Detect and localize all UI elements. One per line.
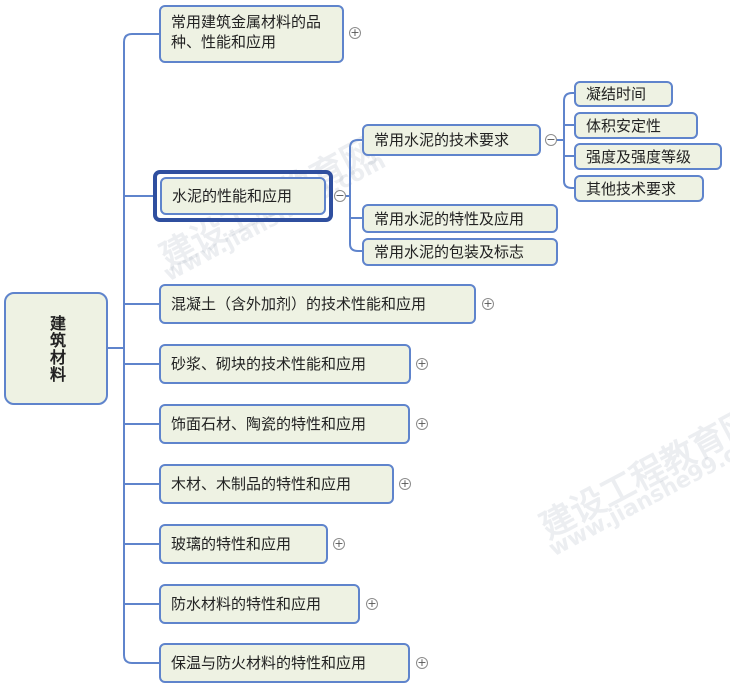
branch-node-waterproof[interactable]: 防水材料的特性和应用 — [159, 584, 360, 624]
branch-node-cement[interactable]: 水泥的性能和应用 — [160, 177, 326, 215]
root-label: 建筑材料 — [47, 314, 66, 383]
expand-toggle-icon[interactable]: + — [482, 297, 494, 310]
expand-toggle-icon[interactable]: + — [416, 357, 428, 370]
subnode-label: 常用水泥的特性及应用 — [374, 209, 525, 228]
expand-toggle-icon[interactable]: + — [416, 656, 428, 669]
branch-label: 防水材料的特性和应用 — [171, 595, 322, 613]
branch-node-stone[interactable]: 饰面石材、陶瓷的特性和应用 — [159, 404, 410, 444]
subnode-label: 常用水泥的技术要求 — [374, 131, 510, 149]
branch-label: 常用建筑金属材料的品种、性能和应用 — [171, 13, 322, 51]
expand-toggle-icon[interactable]: + — [416, 417, 428, 430]
leaf-label: 凝结时间 — [586, 85, 647, 103]
leaf-other-requirements[interactable]: 其他技术要求 — [574, 175, 704, 202]
expand-toggle-icon[interactable]: + — [399, 477, 411, 490]
collapse-toggle-icon[interactable]: − — [334, 189, 346, 202]
subnode-label: 常用水泥的包装及标志 — [374, 243, 525, 261]
branch-node-concrete[interactable]: 混凝土（含外加剂）的技术性能和应用 — [159, 284, 476, 324]
branch-node-metal[interactable]: 常用建筑金属材料的品种、性能和应用 — [159, 5, 344, 63]
branch-label: 水泥的性能和应用 — [172, 187, 293, 205]
branch-label: 玻璃的特性和应用 — [171, 535, 292, 553]
branch-label: 保温与防火材料的特性和应用 — [171, 654, 367, 672]
leaf-label: 体积安定性 — [586, 116, 662, 135]
branch-label: 混凝土（含外加剂）的技术性能和应用 — [171, 295, 427, 313]
subnode-tech-requirements[interactable]: 常用水泥的技术要求 — [362, 124, 541, 156]
leaf-label: 其他技术要求 — [586, 179, 677, 198]
branch-label: 木材、木制品的特性和应用 — [171, 475, 352, 493]
branch-node-wood[interactable]: 木材、木制品的特性和应用 — [159, 464, 394, 504]
branch-node-mortar[interactable]: 砂浆、砌块的技术性能和应用 — [159, 344, 411, 384]
branch-label: 砂浆、砌块的技术性能和应用 — [171, 355, 367, 373]
leaf-strength-grade[interactable]: 强度及强度等级 — [574, 143, 722, 170]
collapse-toggle-icon[interactable]: − — [545, 133, 557, 146]
leaf-soundness[interactable]: 体积安定性 — [574, 112, 698, 139]
leaf-setting-time[interactable]: 凝结时间 — [574, 81, 673, 107]
root-node[interactable]: 建筑材料 — [4, 292, 108, 405]
leaf-label: 强度及强度等级 — [586, 147, 692, 166]
branch-node-insulation[interactable]: 保温与防火材料的特性和应用 — [159, 643, 410, 683]
subnode-packaging-marking[interactable]: 常用水泥的包装及标志 — [362, 238, 558, 266]
subnode-properties-application[interactable]: 常用水泥的特性及应用 — [362, 204, 558, 233]
branch-label: 饰面石材、陶瓷的特性和应用 — [171, 415, 367, 433]
expand-toggle-icon[interactable]: + — [366, 597, 378, 610]
expand-toggle-icon[interactable]: + — [349, 26, 361, 39]
selected-node-outline — [153, 170, 333, 222]
branch-node-glass[interactable]: 玻璃的特性和应用 — [159, 524, 328, 564]
expand-toggle-icon[interactable]: + — [333, 537, 345, 550]
